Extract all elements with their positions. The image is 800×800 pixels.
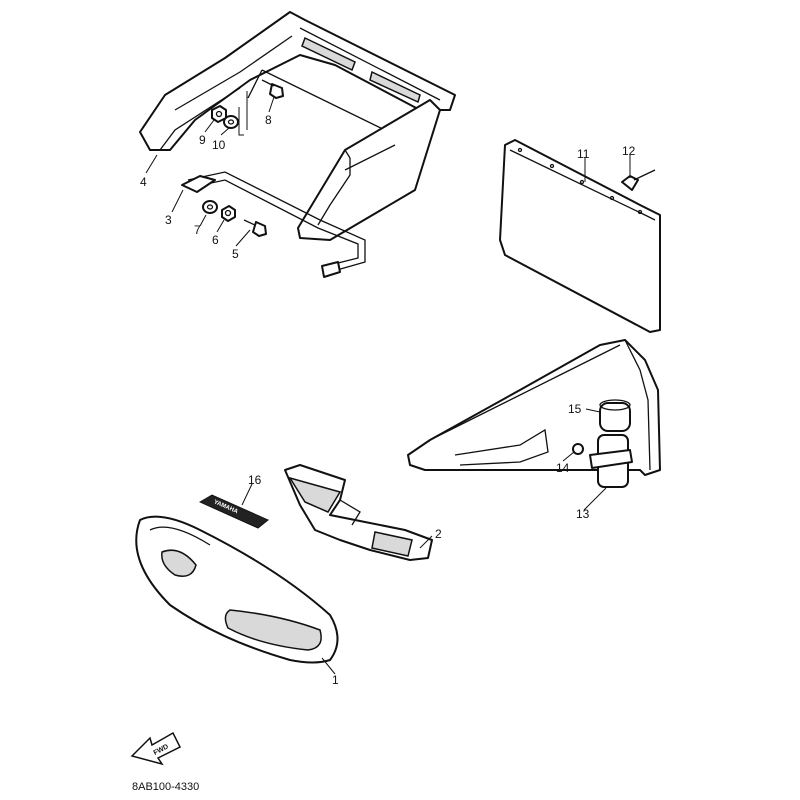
callout-15: 15 xyxy=(568,402,582,416)
hardware-bolt-5 xyxy=(243,219,267,237)
hardware-bolt-8 xyxy=(261,79,284,99)
hardware-clip-14 xyxy=(572,443,584,455)
lamp-socket-15 xyxy=(599,399,631,432)
hardware-washer-10 xyxy=(223,115,239,129)
bent-rod xyxy=(181,171,366,278)
hardware-bolt-12 xyxy=(621,169,656,191)
callout-14: 14 xyxy=(556,461,570,475)
callout-7: 7 xyxy=(194,223,201,237)
hardware-washer-7 xyxy=(202,200,218,214)
callout-11: 11 xyxy=(577,147,590,161)
callout-8: 8 xyxy=(265,113,272,127)
panel-11 xyxy=(499,139,661,333)
emblem-16: YAMAHA xyxy=(198,494,269,529)
callout-2: 2 xyxy=(435,527,442,541)
hardware-nut-6 xyxy=(221,205,236,222)
frame-right-leg xyxy=(297,99,441,241)
callout-1: 1 xyxy=(332,673,339,687)
callout-10: 10 xyxy=(212,138,226,152)
callout-3: 3 xyxy=(165,213,172,227)
leader-lines xyxy=(145,91,631,675)
callout-6: 6 xyxy=(212,233,219,247)
vent-duct-2 xyxy=(284,464,433,561)
callout-9: 9 xyxy=(199,133,206,147)
callout-4: 4 xyxy=(140,175,147,189)
fwd-arrow-icon: FWD xyxy=(130,731,182,766)
callout-labels: 1 2 3 4 5 6 7 8 9 10 11 12 13 14 15 16 xyxy=(140,113,636,687)
callout-13: 13 xyxy=(576,507,590,521)
callout-16: 16 xyxy=(248,473,262,487)
callout-5: 5 xyxy=(232,247,239,261)
front-bumper-1 xyxy=(135,515,339,664)
diagram-code: 8AB100-4330 xyxy=(132,781,199,793)
callout-12: 12 xyxy=(622,144,636,158)
lamp-holder-13 xyxy=(589,434,633,488)
